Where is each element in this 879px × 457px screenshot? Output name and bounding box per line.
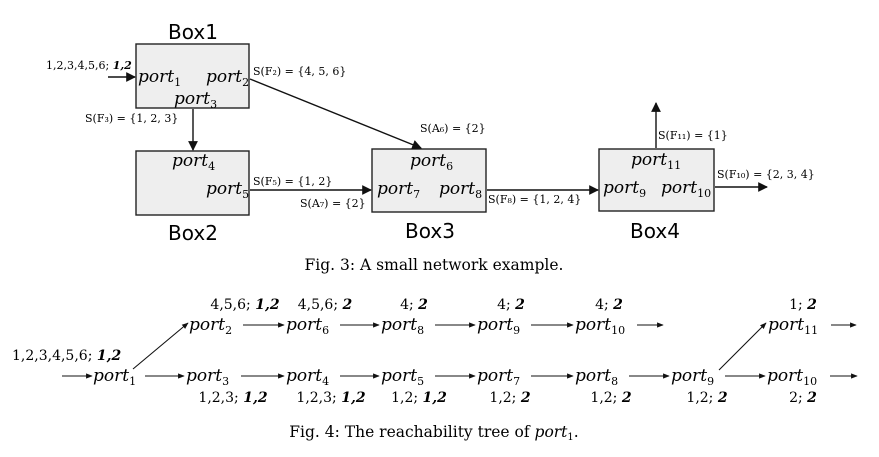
sa7-label: S(A₇) = {2} [300, 197, 366, 210]
tree-node-port5: port5 [381, 366, 424, 388]
box4-title: Box4 [630, 219, 680, 243]
sf3-label: S(F₃) = {1, 2, 3} [85, 112, 178, 125]
input-headers-label: 1,2,3,4,5,6; 1,2 [46, 59, 132, 72]
sf11-label: S(F₁₁) = {1} [658, 129, 728, 142]
port-6-label: port6 [410, 151, 453, 173]
top-label-port8: 4; 2 [400, 297, 428, 313]
port-3-label: port3 [174, 89, 217, 111]
port-1-label: port1 [138, 67, 181, 89]
port-7-label: port7 [377, 179, 420, 201]
bottom-label-port7: 1,2; 2 [489, 390, 530, 406]
tree-node-port8-top: port8 [381, 315, 424, 337]
box2-title: Box2 [168, 221, 218, 245]
arrow-port2-to-port6 [249, 78, 422, 150]
bottom-label-port9: 1,2; 2 [686, 390, 727, 406]
reachability-tree: 1,2,3,4,5,6; 1,2 port1 4,5,6; 1,2 4,5,6;… [12, 297, 858, 443]
fig4-caption: Fig. 4: The reachability tree of port1. [289, 423, 578, 443]
box4 [598, 148, 715, 212]
box3-title: Box3 [405, 219, 455, 243]
tree-edge-port1-port2 [132, 322, 189, 370]
port-9-label: port9 [603, 178, 646, 200]
top-label-port6: 4,5,6; 2 [298, 297, 353, 313]
top-label-port11: 1; 2 [789, 297, 817, 313]
top-label-port2: 4,5,6; 1,2 [210, 297, 279, 313]
tree-node-port4: port4 [286, 366, 329, 388]
tree-node-port8-bottom: port8 [575, 366, 618, 388]
sa6-label: S(A₆) = {2} [420, 122, 486, 135]
sf2-label: S(F₂) = {4, 5, 6} [253, 65, 346, 78]
tree-node-port2: port2 [189, 315, 232, 337]
root-headers-label: 1,2,3,4,5,6; 1,2 [12, 348, 121, 364]
port-8-label: port8 [439, 179, 482, 201]
tree-node-port9-top: port9 [477, 315, 520, 337]
tree-edge-port9-port11 [718, 322, 767, 371]
tree-node-port3: port3 [186, 366, 229, 388]
box1-title: Box1 [168, 20, 218, 44]
box1 [135, 43, 250, 109]
port-5-label: port5 [206, 179, 249, 201]
port-4-label: port4 [172, 151, 215, 173]
bottom-label-port4: 1,2,3; 1,2 [296, 390, 365, 406]
bottom-label-port10: 2; 2 [789, 390, 817, 406]
network-diagram: Box1 Box2 Box3 Box4 port1 port2 port3 po… [46, 20, 815, 274]
sf5-label: S(F₅) = {1, 2} [253, 175, 332, 188]
tree-node-port11: port11 [768, 315, 818, 337]
top-label-port9: 4; 2 [497, 297, 525, 313]
fig3-caption: Fig. 3: A small network example. [305, 256, 564, 274]
sf10-label: S(F₁₀) = {2, 3, 4} [717, 168, 815, 181]
port-10-label: port10 [661, 178, 711, 200]
sf8-label: S(F₈) = {1, 2, 4} [488, 193, 581, 206]
bottom-label-port8: 1,2; 2 [590, 390, 631, 406]
tree-node-port10-top: port10 [575, 315, 625, 337]
box2 [135, 150, 250, 216]
box3 [371, 148, 487, 213]
port-2-label: port2 [206, 67, 249, 89]
bottom-label-port5: 1,2; 1,2 [391, 390, 447, 406]
root-port-node: port1 [93, 366, 136, 388]
top-label-port10: 4; 2 [595, 297, 623, 313]
tree-node-port10-bottom: port10 [767, 366, 817, 388]
tree-node-port9-bottom: port9 [671, 366, 714, 388]
port-11-label: port11 [631, 150, 681, 172]
tree-node-port6: port6 [286, 315, 329, 337]
tree-node-port7: port7 [477, 366, 520, 388]
bottom-label-port3: 1,2,3; 1,2 [198, 390, 267, 406]
